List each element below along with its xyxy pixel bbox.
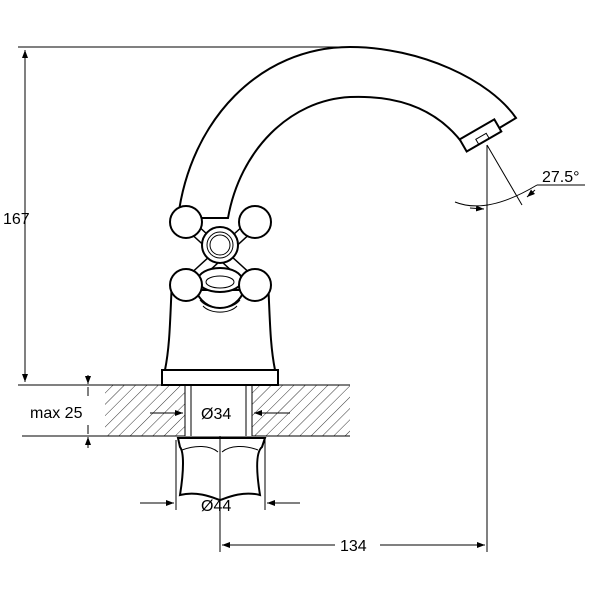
angle-label: 27.5° (542, 169, 580, 186)
countertop (22, 375, 350, 448)
max-thickness-label: max 25 (30, 405, 83, 422)
angle-dimension (454, 144, 585, 212)
spout (176, 45, 518, 219)
handle-knob (238, 205, 272, 239)
reach-label: 134 (340, 538, 367, 555)
height-dimension (18, 46, 360, 386)
hole-diameter-label: Ø34 (201, 406, 231, 423)
nut-diameter-label: Ø44 (201, 498, 231, 515)
handle-knob (169, 205, 203, 239)
handle-knob (238, 268, 272, 302)
cross-handle (169, 205, 272, 313)
faucet-body (161, 279, 279, 386)
reach-dimension (219, 145, 488, 552)
handle-knob (169, 268, 203, 302)
height-label: 167 (3, 211, 30, 228)
aerator-nozzle (458, 117, 503, 153)
